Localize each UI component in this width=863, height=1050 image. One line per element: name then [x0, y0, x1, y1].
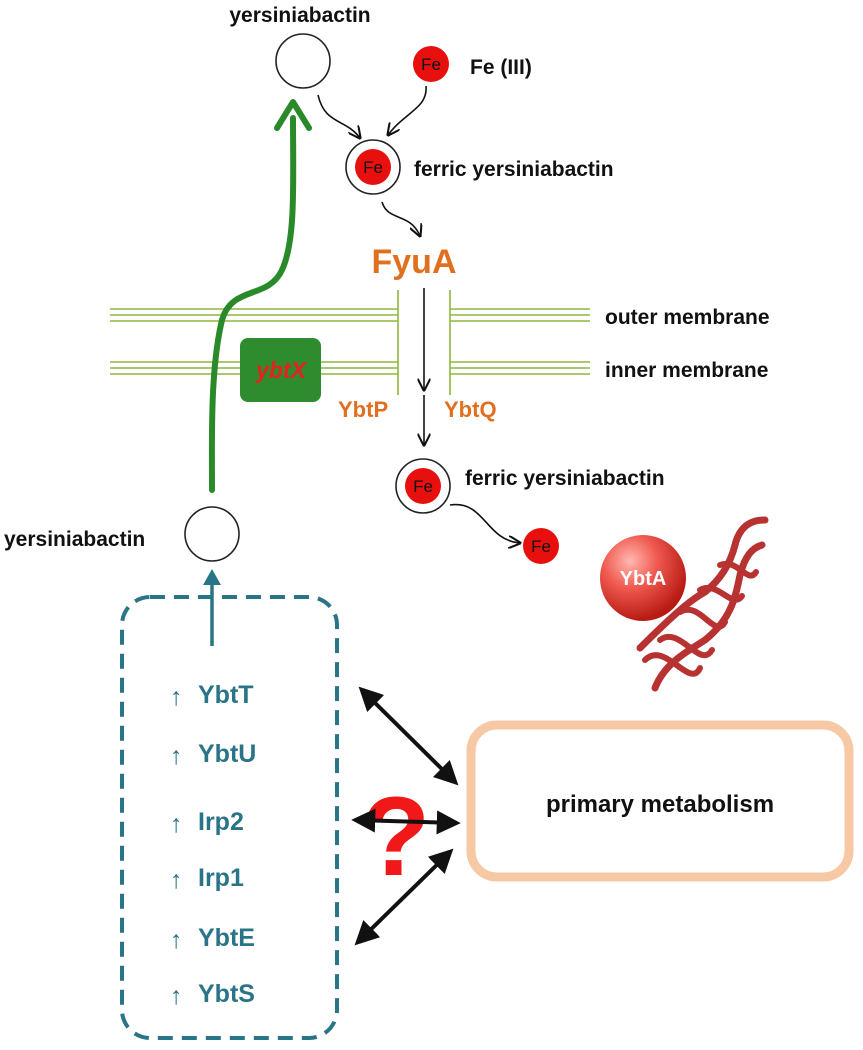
yersiniabactin-circle-left: [184, 506, 240, 562]
gene-item: ↑ Irp1: [170, 864, 244, 894]
gene-item: ↑ YbtE: [170, 924, 255, 954]
gene-name: YbtT: [198, 681, 254, 709]
arrow-release-fe: [449, 503, 520, 543]
primary-metabolism-label: primary metabolism: [546, 791, 774, 818]
gene-item: ↑ Irp2: [170, 808, 244, 838]
ybta-protein: [600, 535, 686, 621]
up-arrow-icon: ↑: [170, 866, 183, 894]
fe-iii: Fe Fe (III): [413, 46, 532, 82]
outer-membrane-label: outer membrane: [605, 306, 770, 329]
export-arrow-shaft: [208, 115, 297, 493]
up-arrow-icon: ↑: [170, 683, 183, 711]
gene-name: YbtS: [198, 980, 255, 1008]
biosynthesis-arrow-head: [203, 569, 221, 585]
ferric-complex-fe-symbol-top: Fe: [363, 158, 383, 177]
export-arrow-head: [274, 99, 312, 131]
gene-item: ↑ YbtT: [170, 681, 254, 711]
ferric-yersiniabactin-top-label: ferric yersiniabactin: [414, 158, 614, 181]
inner-membrane-label: inner membrane: [605, 359, 768, 382]
ybtx-label: ybtX: [255, 357, 308, 383]
gene-name: Irp1: [198, 864, 244, 892]
yersiniabactin-circle-top: [275, 33, 331, 89]
yersiniabactin-top-label: yersiniabactin: [229, 4, 370, 27]
arrow-yersiniabactin-to-complex: [317, 94, 360, 138]
gene-name: Irp2: [198, 808, 244, 836]
primary-metabolism-box: [466, 720, 854, 882]
ybta-dna: YbtA: [600, 516, 769, 692]
arrow-complex-to-fyua: [381, 201, 420, 236]
up-arrow-icon: ↑: [170, 742, 183, 770]
gene-name: YbtE: [198, 924, 255, 952]
gene-item: ↑ YbtU: [170, 740, 256, 770]
fe-iii-label: Fe (III): [470, 56, 532, 79]
primary-metabolism: primary metabolism: [466, 720, 854, 882]
ybtp-label: YbtP: [338, 397, 388, 422]
ferric-yersiniabactin-bottom-label: ferric yersiniabactin: [465, 467, 665, 490]
bidirectional-arrow-3: [354, 848, 454, 946]
dna-helix: [636, 516, 769, 692]
up-arrow-icon: ↑: [170, 982, 183, 1010]
up-arrow-icon: ↑: [170, 810, 183, 838]
fyua-label: FyuA: [372, 243, 457, 281]
up-arrow-icon: ↑: [170, 926, 183, 954]
arrow-fe-to-complex: [388, 85, 427, 135]
released-fe-ion: [523, 528, 559, 564]
fe-iii-symbol: Fe: [421, 55, 441, 74]
ferric-complex-fe-top: [355, 149, 391, 185]
gene-list: ↑ YbtT ↑ YbtU ↑ Irp2 ↑ Irp1 ↑ YbtE ↑ Ybt…: [170, 681, 256, 1010]
ferric-complex-fe-symbol-bottom: Fe: [413, 477, 433, 496]
gene-item: ↑ YbtS: [170, 980, 255, 1010]
fe-iii-ion: [413, 46, 449, 82]
inner-membrane: [110, 361, 590, 375]
bidirectional-arrow-1: [358, 686, 459, 786]
gene-cluster-box: [120, 595, 339, 1040]
yersiniabactin-left-label: yersiniabactin: [4, 528, 145, 551]
bidirectional-arrow-2: [351, 808, 461, 835]
released-fe-symbol: Fe: [531, 537, 551, 556]
released-fe: Fe: [523, 528, 559, 564]
yersiniabactin-left: yersiniabactin: [4, 506, 240, 562]
ybtq-label: YbtQ: [444, 397, 497, 422]
ferric-complex-fe-bottom: [405, 468, 441, 504]
outer-membrane: [110, 308, 590, 322]
yersiniabactin-top: yersiniabactin: [229, 4, 371, 89]
ybtx-exporter: ybtX: [240, 338, 321, 402]
ferric-yersiniabactin-bottom: Fe ferric yersiniabactin: [395, 458, 665, 514]
channel-walls: [397, 290, 451, 395]
ybta-label: YbtA: [620, 568, 667, 590]
ybtx-box: [240, 338, 321, 402]
gene-name: YbtU: [198, 740, 256, 768]
ferric-yersiniabactin-top: Fe ferric yersiniabactin: [345, 139, 614, 195]
